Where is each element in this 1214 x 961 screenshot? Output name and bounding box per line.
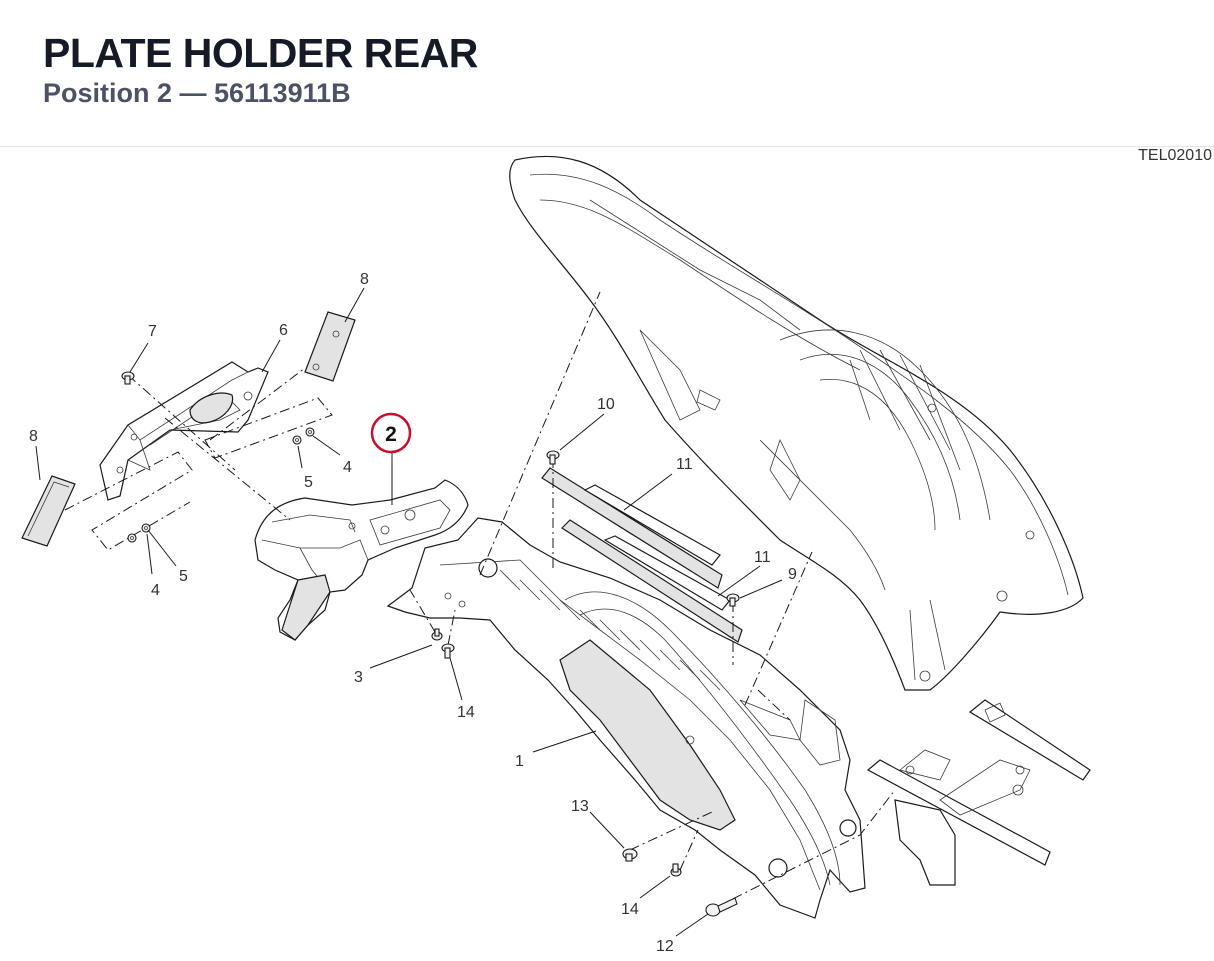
washer-4-upper xyxy=(305,427,315,437)
callout-5-lower: 5 xyxy=(179,568,188,585)
header: PLATE HOLDER REAR Position 2 — 56113911B xyxy=(0,0,1214,147)
fasteners xyxy=(121,371,740,917)
callout-11-lower: 11 xyxy=(754,549,771,566)
callout-10: 10 xyxy=(597,396,615,413)
strip-11-upper xyxy=(541,467,723,589)
plate-holder-part-2 xyxy=(254,479,469,641)
callout-1: 1 xyxy=(515,753,524,770)
plate-holder-bracket xyxy=(99,361,269,501)
screw-14-lower xyxy=(670,863,682,877)
assembly-lines xyxy=(64,291,896,909)
diagram-code: TEL02010 xyxy=(1138,147,1212,164)
rear-subframe xyxy=(866,699,1091,886)
callout-8-left: 8 xyxy=(29,428,38,445)
callout-14-upper: 14 xyxy=(457,704,475,721)
screw-12 xyxy=(705,897,738,917)
callout-14-lower: 14 xyxy=(621,901,639,918)
screw-3 xyxy=(431,628,443,641)
callout-9: 9 xyxy=(788,566,797,583)
screw-9 xyxy=(726,593,740,607)
page-subtitle: Position 2 — 56113911B xyxy=(43,78,351,108)
washer-4-lower xyxy=(127,533,137,543)
highlight-ring xyxy=(370,412,412,454)
callout-8-top: 8 xyxy=(360,271,369,288)
callout-3: 3 xyxy=(354,669,363,686)
callout-7: 7 xyxy=(148,323,157,340)
screw-13 xyxy=(622,848,638,862)
screw-14-upper xyxy=(441,643,455,659)
page-title: PLATE HOLDER REAR xyxy=(43,30,478,76)
callout-4-upper: 4 xyxy=(343,459,352,476)
leader-lines xyxy=(35,287,783,937)
reflector-left xyxy=(21,475,76,547)
callout-5-upper: 5 xyxy=(304,474,313,491)
washer-5-upper xyxy=(292,435,302,445)
callout-4-lower: 4 xyxy=(151,582,160,599)
reflector-top xyxy=(304,311,356,382)
screw-10 xyxy=(546,450,560,465)
screw-7 xyxy=(121,371,135,385)
callout-12: 12 xyxy=(656,938,674,955)
rear-tail-cover xyxy=(509,155,1084,691)
callout-13: 13 xyxy=(571,798,589,815)
callouts: 7 6 8 8 4 5 4 5 10 11 11 9 3 14 1 13 14 … xyxy=(29,271,797,955)
callout-2: 2 xyxy=(385,423,397,446)
rear-mudguard-part-1 xyxy=(386,517,866,919)
callout-11-upper: 11 xyxy=(676,456,693,473)
callout-6: 6 xyxy=(279,322,288,339)
highlighted-callout-2[interactable]: 2 xyxy=(370,412,412,454)
